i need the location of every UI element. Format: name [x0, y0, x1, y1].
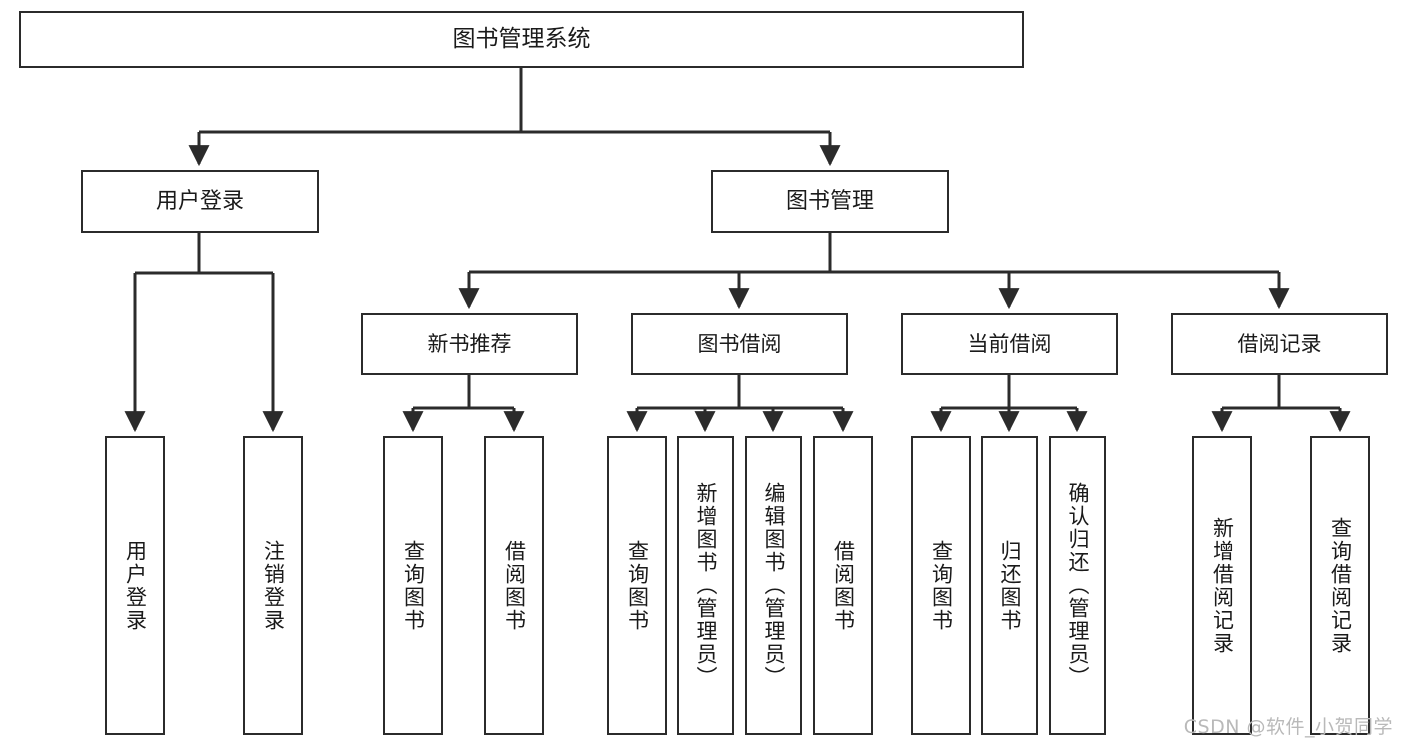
node-label: 借阅记录: [1237, 331, 1322, 356]
node-label: 借阅图书: [831, 539, 856, 632]
leaf-borrow-book[interactable]: 借阅图书: [813, 436, 873, 735]
leaf-edit-book-admin[interactable]: 编辑图书（管理员）: [745, 436, 802, 735]
leaf-user-login[interactable]: 用户登录: [105, 436, 165, 735]
leaf-borrow-book-recommend[interactable]: 借阅图书: [484, 436, 544, 735]
node-new-book-recommend[interactable]: 新书推荐: [361, 313, 578, 375]
leaf-query-book-current[interactable]: 查询图书: [911, 436, 971, 735]
node-label: 用户登录: [123, 539, 148, 632]
node-book-management[interactable]: 图书管理: [711, 170, 949, 233]
node-label: 编辑图书（管理员）: [762, 482, 786, 689]
leaf-query-book-recommend[interactable]: 查询图书: [383, 436, 443, 735]
node-book-borrow[interactable]: 图书借阅: [631, 313, 848, 375]
node-current-borrow[interactable]: 当前借阅: [901, 313, 1118, 375]
node-label: 用户登录: [155, 188, 244, 214]
node-label: 借阅图书: [502, 539, 527, 632]
node-label: 查询图书: [929, 539, 954, 632]
leaf-query-borrow-record[interactable]: 查询借阅记录: [1310, 436, 1370, 735]
node-label: 图书借阅: [697, 331, 782, 356]
node-label: 归还图书: [998, 539, 1022, 632]
node-label: 新增图书（管理员）: [694, 482, 718, 689]
leaf-logout[interactable]: 注销登录: [243, 436, 303, 735]
node-label: 新增借阅记录: [1210, 516, 1235, 655]
leaf-add-borrow-record[interactable]: 新增借阅记录: [1192, 436, 1252, 735]
node-label: 查询借阅记录: [1328, 516, 1353, 655]
node-label: 图书管理: [785, 188, 874, 214]
node-label: 当前借阅: [967, 331, 1052, 356]
node-user-login[interactable]: 用户登录: [81, 170, 319, 233]
node-label: 查询图书: [625, 539, 650, 632]
node-label: 注销登录: [261, 539, 286, 632]
leaf-query-book[interactable]: 查询图书: [607, 436, 667, 735]
leaf-add-book-admin[interactable]: 新增图书（管理员）: [677, 436, 734, 735]
node-borrow-record[interactable]: 借阅记录: [1171, 313, 1388, 375]
node-label: 确认归还（管理员）: [1066, 482, 1090, 689]
node-label: 查询图书: [401, 539, 426, 632]
node-label: 图书管理系统: [452, 26, 591, 53]
leaf-confirm-return-admin[interactable]: 确认归还（管理员）: [1049, 436, 1106, 735]
node-book-management-system[interactable]: 图书管理系统: [19, 11, 1024, 68]
node-label: 新书推荐: [427, 331, 512, 356]
leaf-return-book[interactable]: 归还图书: [981, 436, 1038, 735]
